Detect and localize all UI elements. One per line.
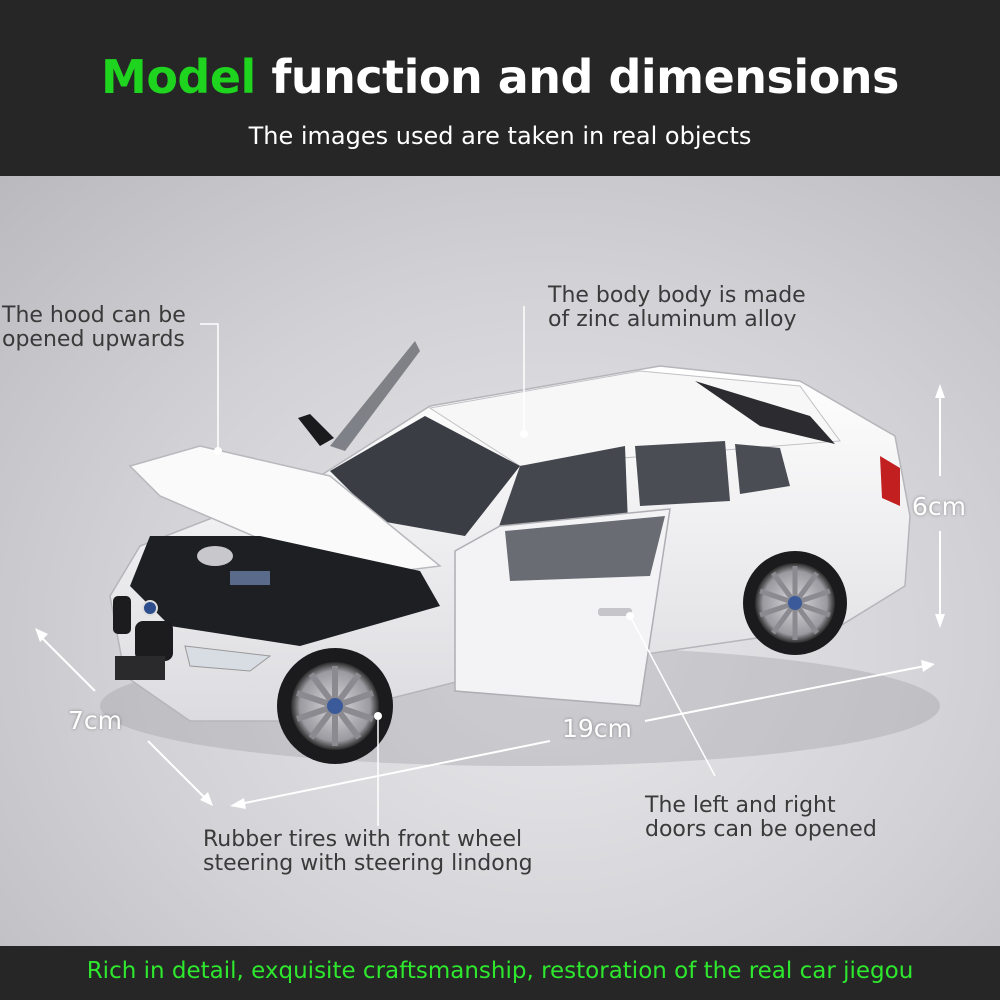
- body-annotation: The body body is made of zinc aluminum a…: [548, 284, 806, 332]
- hood-annotation: The hood can be opened upwards: [2, 304, 186, 352]
- tires-annotation: Rubber tires with front wheel steering w…: [203, 828, 533, 876]
- tires-label-line2: steering with steering lindong: [203, 851, 533, 876]
- body-label-line1: The body body is made: [548, 283, 806, 308]
- front-grille: [113, 596, 272, 680]
- height-dimension: 6cm: [912, 492, 967, 521]
- open-door: [454, 508, 671, 707]
- headlight: [184, 645, 272, 672]
- doors-annotation: The left and right doors can be opened: [645, 794, 877, 842]
- doors-label-line2: doors can be opened: [645, 817, 877, 842]
- page-title: Model function and dimensions: [0, 50, 1000, 104]
- header-banner: Model function and dimensions The images…: [0, 0, 1000, 176]
- rear-wheel: [743, 551, 847, 655]
- hood-label-line2: opened upwards: [2, 327, 185, 352]
- open-hood: [128, 445, 442, 646]
- title-accent: Model: [101, 50, 256, 104]
- hood-label-line1: The hood can be: [2, 303, 186, 328]
- side-mirror: [298, 414, 334, 446]
- width-dimension: 7cm: [68, 706, 123, 735]
- doors-label-line1: The left and right: [645, 793, 836, 818]
- tires-label-line1: Rubber tires with front wheel: [203, 827, 523, 852]
- front-wheel: [277, 648, 393, 764]
- brand-badge: [142, 600, 158, 616]
- car-model-image: [35, 306, 945, 826]
- title-rest: function and dimensions: [271, 50, 899, 104]
- product-stage: The hood can be opened upwards The body …: [0, 176, 1000, 946]
- windshield-glass: [330, 341, 420, 451]
- annotation-leader-lines: [200, 306, 716, 826]
- footer-tagline: Rich in detail, exquisite craftsmanship,…: [86, 958, 914, 984]
- length-dimension: 19cm: [562, 714, 632, 743]
- license-plate: [115, 656, 165, 680]
- footer-banner: Rich in detail, exquisite craftsmanship,…: [0, 946, 1000, 1000]
- tail-light: [880, 456, 900, 506]
- dimension-arrows: [35, 384, 945, 809]
- page-subtitle: The images used are taken in real object…: [248, 122, 752, 150]
- body-label-line2: of zinc aluminum alloy: [548, 307, 797, 332]
